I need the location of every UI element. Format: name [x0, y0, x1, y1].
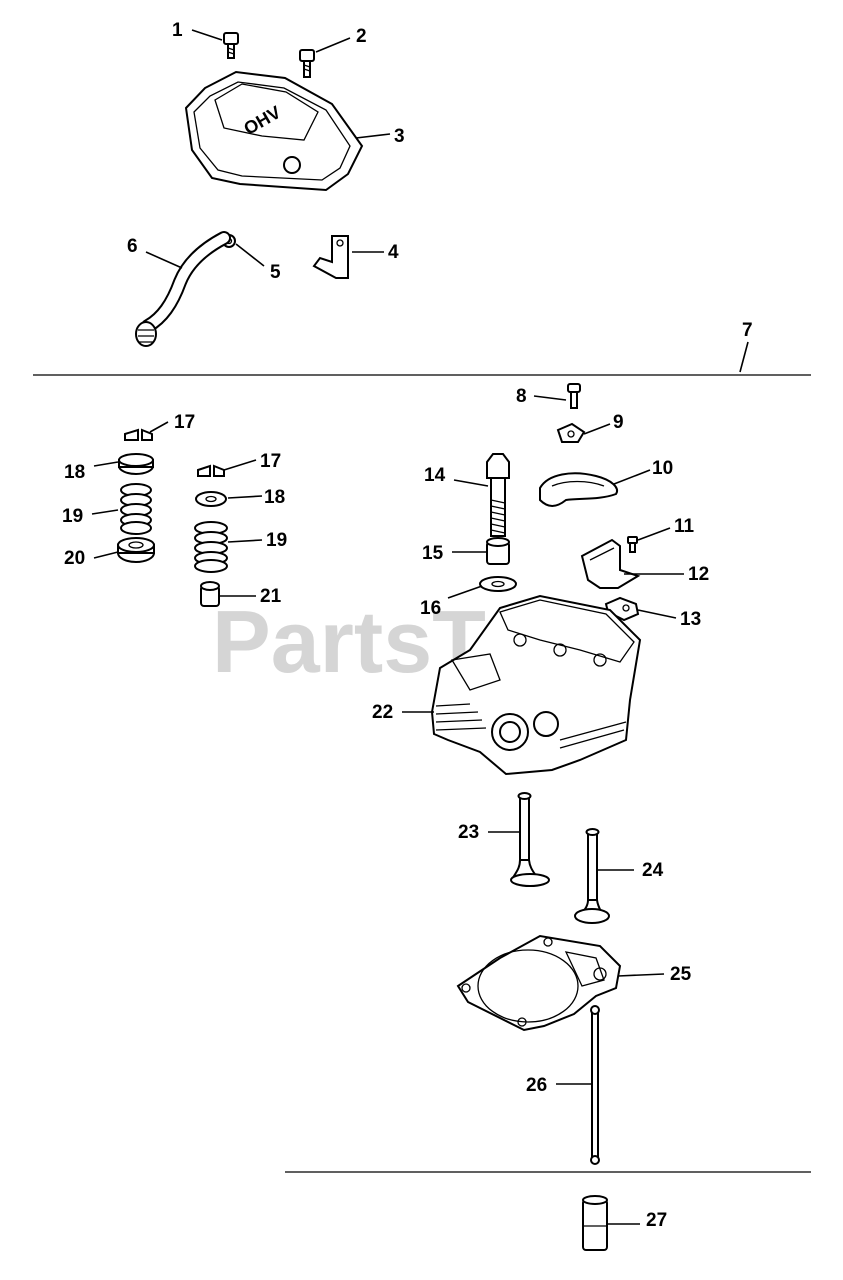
part-3-valve-cover[interactable]: OHV — [184, 70, 364, 192]
callout-15: 15 — [422, 543, 444, 564]
callout-25: 25 — [670, 964, 692, 985]
part-25-head-gasket[interactable] — [456, 934, 622, 1032]
part-2-bolt[interactable] — [299, 49, 315, 78]
callout-24: 24 — [642, 860, 664, 881]
part-10-rocker-arm[interactable] — [539, 472, 618, 507]
callout-17-right: 17 — [260, 451, 281, 472]
callout-7: 7 — [742, 320, 753, 341]
part-4-bracket[interactable] — [312, 235, 349, 279]
part-21-stem-seal[interactable] — [200, 581, 220, 607]
part-26-push-rod[interactable] — [590, 1005, 600, 1165]
part-15-push-rod-guide[interactable] — [486, 537, 510, 565]
part-19-spring-right[interactable] — [194, 521, 228, 573]
callout-23: 23 — [458, 822, 479, 843]
callout-11: 11 — [674, 516, 695, 537]
callout-10: 10 — [652, 458, 673, 479]
callout-26: 26 — [526, 1075, 547, 1096]
callout-19-right: 19 — [266, 530, 287, 551]
callout-9: 9 — [613, 412, 624, 433]
callout-5: 5 — [270, 262, 281, 283]
callout-3: 3 — [394, 126, 405, 147]
callout-27: 27 — [646, 1210, 667, 1231]
part-8-screw[interactable] — [567, 383, 581, 409]
callout-2: 2 — [356, 26, 367, 47]
callout-labels: 1 2 3 4 5 6 7 8 9 10 11 12 13 14 15 16 1… — [62, 20, 753, 1231]
leader-lines — [91, 29, 749, 1225]
part-24-exhaust-valve[interactable] — [574, 828, 610, 924]
part-27-lifter[interactable] — [582, 1195, 608, 1251]
part-6-breather-hose[interactable] — [135, 231, 231, 347]
callout-22: 22 — [372, 702, 393, 723]
callout-17-left: 17 — [174, 412, 195, 433]
part-1-bolt[interactable] — [223, 32, 239, 59]
part-11-screw[interactable] — [627, 536, 638, 553]
callout-20: 20 — [64, 548, 85, 569]
part-23-intake-valve[interactable] — [510, 792, 550, 887]
part-22-cylinder-head[interactable] — [430, 594, 642, 776]
callout-4: 4 — [388, 242, 399, 263]
part-9-nut[interactable] — [556, 422, 586, 443]
callout-16: 16 — [420, 598, 441, 619]
part-16-washer[interactable] — [479, 576, 517, 592]
part-18-retainer-left[interactable] — [118, 453, 154, 475]
callout-13: 13 — [680, 609, 701, 630]
part-12-bracket[interactable] — [580, 538, 641, 589]
part-18-retainer-right[interactable] — [195, 491, 227, 507]
callout-18-right: 18 — [264, 487, 285, 508]
callout-6: 6 — [127, 236, 138, 257]
part-17-keeper-left[interactable] — [124, 428, 153, 441]
callout-21: 21 — [260, 586, 282, 607]
callout-14: 14 — [424, 465, 446, 486]
part-14-rocker-stud[interactable] — [486, 453, 510, 537]
part-19-spring-left[interactable] — [120, 483, 152, 535]
callout-19-left: 19 — [62, 506, 83, 527]
part-17-keeper-right[interactable] — [197, 464, 225, 477]
callout-8: 8 — [516, 386, 527, 407]
part-20-valve-cap[interactable] — [117, 537, 155, 563]
callout-18-left: 18 — [64, 462, 85, 483]
callout-12: 12 — [688, 564, 709, 585]
callout-1: 1 — [172, 20, 183, 41]
